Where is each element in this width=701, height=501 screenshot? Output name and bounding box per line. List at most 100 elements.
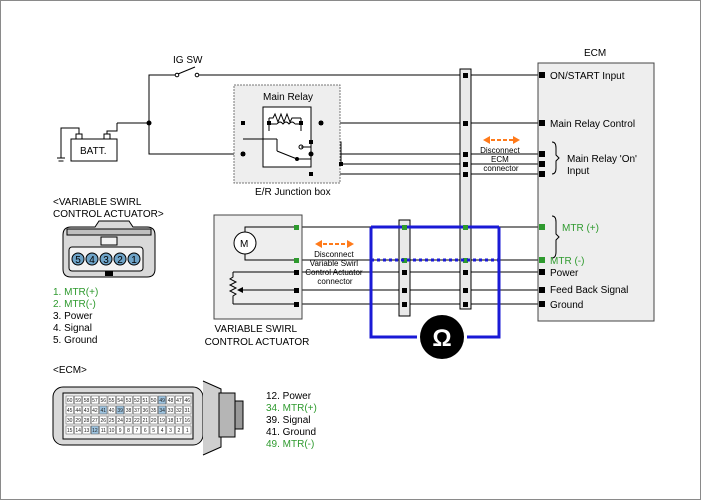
ecm-pin-label: 36	[143, 408, 149, 414]
ecm-pin-cell	[107, 405, 116, 415]
ecm-pin-cell	[99, 395, 108, 405]
ecm-pin-label: 4	[161, 428, 164, 434]
ecm-pin-label: 28	[84, 418, 90, 424]
ecm-pin-cell	[107, 395, 116, 405]
ecm-legend-item: 34. MTR(+)	[266, 403, 317, 414]
ecm-pin-label: 46	[185, 398, 191, 404]
ecm-pin-cell	[158, 425, 167, 435]
ohm-symbol: Ω	[432, 325, 451, 352]
ecm-pin-label: 38	[126, 408, 132, 414]
ecm-pin-cell	[132, 425, 141, 435]
ecm-pin-label: 44	[75, 408, 81, 414]
ecm-pin-cell	[99, 425, 108, 435]
ecm-pin-cell	[116, 425, 125, 435]
ecm-pin-label: 21	[143, 418, 149, 424]
actuator-connector-title: <VARIABLE SWIRL CONTROL ACTUATOR>	[53, 197, 164, 220]
ecm-pin-cell	[158, 415, 167, 425]
ecm-pin-label: 48	[168, 398, 174, 404]
disconnect-actuator-arrow	[315, 240, 354, 248]
ecm-pin-feedback: Feed Back Signal	[550, 285, 628, 296]
ecm-pin-cell	[74, 395, 83, 405]
ecm-pin-cell	[149, 395, 158, 405]
ohmmeter: Ω	[369, 225, 501, 359]
ecm-pin-cell	[82, 395, 91, 405]
ig-switch: IG SW	[173, 55, 203, 78]
ecm-pin-label: 32	[176, 408, 182, 414]
ecm-pin-label: 58	[84, 398, 90, 404]
ecm-pin-cell	[124, 425, 133, 435]
ecm-pin-label: 22	[134, 418, 140, 424]
ecm-pin-cell	[90, 415, 99, 425]
ecm-pin-cell	[166, 405, 175, 415]
ecm-legend-item: 12. Power	[266, 391, 312, 402]
ecm-pin-cell	[158, 395, 167, 405]
disconnect-actuator-label: Disconnect Variable Swirl Control Actuat…	[305, 250, 365, 286]
ecm-pin-label: 17	[176, 418, 182, 424]
battery: BATT.	[57, 123, 118, 162]
ecm-pin-label: 24	[117, 418, 123, 424]
actuator-legend-item: 3. Power	[53, 311, 93, 322]
ecm-pin-label: 45	[67, 408, 73, 414]
ecm-pin-label: 10	[109, 428, 115, 434]
ecm-pin-cell	[99, 415, 108, 425]
ecm-pin-label: 31	[185, 408, 191, 414]
ecm-pin-cell	[107, 425, 116, 435]
ecm-pin-cell	[166, 415, 175, 425]
actuator-box-label: VARIABLE SWIRL CONTROL ACTUATOR	[205, 324, 310, 348]
ecm-title: ECM	[584, 48, 606, 59]
motor-symbol: M	[240, 239, 248, 250]
junction-box-label: E/R Junction box	[255, 187, 331, 198]
ecm-pin-cell	[183, 415, 192, 425]
ecm-pin-cell	[116, 395, 125, 405]
ecm-pin-label: 16	[185, 418, 191, 424]
ecm-pin-label: 37	[134, 408, 140, 414]
ecm-pin-label: 19	[159, 418, 165, 424]
disconnect-ecm-arrow	[483, 136, 520, 144]
ecm-pin-cell	[116, 405, 125, 415]
actuator-box: M VARIABLE SWIRL CONTROL ACTUATOR	[205, 214, 310, 348]
ecm-legend-item: 39. Signal	[266, 415, 310, 426]
ecm-pin-cell	[90, 425, 99, 435]
ecm-pin-cell	[141, 405, 150, 415]
ecm-pin-label: 43	[84, 408, 90, 414]
ecm-pin-label: 5	[152, 428, 155, 434]
ecm-pin-label: 9	[119, 428, 122, 434]
actuator-pin-label: 3	[103, 255, 109, 266]
ecm-pin-cell	[132, 405, 141, 415]
ecm-pin-label: 50	[151, 398, 157, 404]
ecm-pin-cell	[74, 405, 83, 415]
actuator-legend-item: 2. MTR(-)	[53, 299, 96, 310]
ecm-pin-ground: Ground	[550, 300, 583, 311]
ecm-pin-label: 3	[169, 428, 172, 434]
actuator-pin-label: 5	[75, 255, 81, 266]
ecm-pin-label: 51	[143, 398, 149, 404]
ecm-pin-label: 13	[84, 428, 90, 434]
ecm-pin-cell	[166, 425, 175, 435]
actuator-pin-3	[99, 252, 113, 266]
actuator-pin-4	[85, 252, 99, 266]
ecm-harness-connector	[459, 68, 472, 310]
ecm-pin-cell	[149, 425, 158, 435]
ecm-pin-cell	[132, 415, 141, 425]
disconnect-ecm-label: Disconnect ECM connector	[480, 146, 522, 173]
actuator-harness-connector	[398, 219, 411, 317]
ecm-connector-title: <ECM>	[53, 365, 87, 376]
ecm-box: ECM ON/START Input Main Relay Control Ma…	[537, 48, 655, 322]
ecm-pin-cell	[74, 425, 83, 435]
ecm-pin-cell	[65, 395, 74, 405]
ecm-pin-label: 59	[75, 398, 81, 404]
ecm-pin-cell	[174, 395, 183, 405]
ecm-pin-label: 52	[134, 398, 140, 404]
ecm-pin-label: 39	[117, 408, 123, 414]
ecm-pin-cell	[174, 425, 183, 435]
ecm-pin-cell	[158, 405, 167, 415]
ecm-pin-label: 53	[126, 398, 132, 404]
ecm-pin-main-relay-control: Main Relay Control	[550, 119, 635, 130]
actuator-pin-label: 2	[117, 255, 123, 266]
ecm-pin-cell	[82, 415, 91, 425]
ecm-pin-label: 18	[168, 418, 174, 424]
ecm-pin-label: 57	[92, 398, 98, 404]
ecm-pin-cell	[90, 405, 99, 415]
